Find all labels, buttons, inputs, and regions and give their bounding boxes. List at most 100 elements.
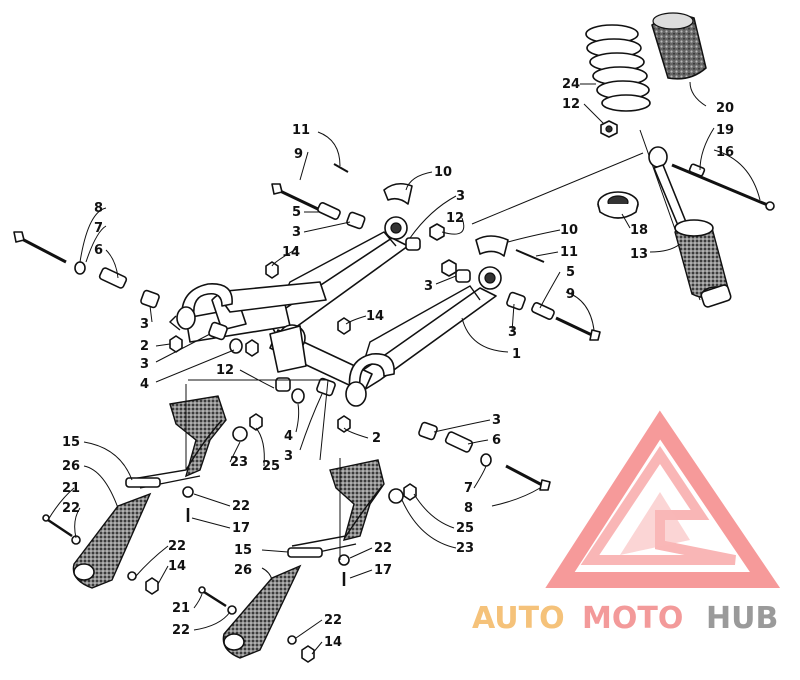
callout-21: 21 xyxy=(62,481,80,496)
callout-3: 3 xyxy=(140,357,149,372)
cap-10-icon xyxy=(383,182,413,205)
callout-14: 14 xyxy=(282,245,300,260)
callout-7: 7 xyxy=(464,481,473,496)
wheel-bracket-left-icon xyxy=(125,395,227,489)
watermark-moto: MOTO xyxy=(582,601,683,636)
callout-5: 5 xyxy=(566,265,575,280)
callout-23: 23 xyxy=(230,455,248,470)
nut-14c-icon xyxy=(145,577,159,595)
callout-14: 14 xyxy=(168,559,186,574)
spacer-5b-icon xyxy=(531,302,555,320)
callout-22: 22 xyxy=(62,501,80,516)
callout-12: 12 xyxy=(216,363,234,378)
watermark-logo-icon xyxy=(545,410,781,588)
washer-22-icon xyxy=(182,486,194,498)
callout-26: 26 xyxy=(234,563,252,578)
pin-11b-icon xyxy=(515,249,545,263)
bump-stop-20-icon xyxy=(651,12,707,80)
shock-body-13-icon xyxy=(639,129,732,308)
bolt-8-icon xyxy=(13,231,67,264)
nut-25-icon xyxy=(249,413,263,431)
washer-4b-icon xyxy=(291,388,305,404)
callout-16: 16 xyxy=(716,145,734,160)
callout-4: 4 xyxy=(284,429,293,444)
callout-4: 4 xyxy=(140,377,149,392)
bolt-21b-icon xyxy=(198,586,227,608)
nut-25b-icon xyxy=(403,483,417,501)
callout-3: 3 xyxy=(292,225,301,240)
callout-22: 22 xyxy=(232,499,250,514)
bolt-8b-icon xyxy=(505,464,551,491)
callout-3: 3 xyxy=(424,279,433,294)
watermark-text: AUTO MOTO HUB xyxy=(472,601,778,636)
callout-10: 10 xyxy=(434,165,452,180)
callout-19: 19 xyxy=(716,123,734,138)
callout-11: 11 xyxy=(560,245,578,260)
bushing-3d-icon xyxy=(455,269,471,283)
bushing-3b-icon xyxy=(346,211,366,230)
callout-labels: 8 7 6 3 2 3 4 11 9 5 3 14 10 3 12 14 3 1… xyxy=(62,77,734,650)
bushing-3e-icon xyxy=(506,291,526,311)
callout-5: 5 xyxy=(292,205,301,220)
callout-7: 7 xyxy=(94,221,103,236)
callout-3: 3 xyxy=(508,325,517,340)
pin-15-icon xyxy=(125,477,161,488)
callout-2: 2 xyxy=(372,431,381,446)
callout-3: 3 xyxy=(284,449,293,464)
pin-16-icon xyxy=(671,163,775,211)
callout-13: 13 xyxy=(630,247,648,262)
bushing-3c-icon xyxy=(405,237,421,251)
callout-14: 14 xyxy=(366,309,384,324)
callout-17: 17 xyxy=(374,563,392,578)
callout-26: 26 xyxy=(62,459,80,474)
washer-4-icon xyxy=(229,338,243,354)
callout-24: 24 xyxy=(562,77,580,92)
bolt-21-icon xyxy=(42,514,73,538)
bushing-3f-icon xyxy=(208,321,228,341)
spring-cup-18-icon xyxy=(597,191,639,219)
callout-11: 11 xyxy=(292,123,310,138)
front-arm-icon xyxy=(267,216,409,335)
callout-22: 22 xyxy=(168,539,186,554)
callout-1: 1 xyxy=(512,347,521,362)
washer-23b-icon xyxy=(388,488,404,504)
callout-9: 9 xyxy=(566,287,575,302)
callout-25: 25 xyxy=(456,521,474,536)
callout-17: 17 xyxy=(232,521,250,536)
washer-22d-icon xyxy=(127,571,137,581)
callout-15: 15 xyxy=(234,543,252,558)
nut-14-icon xyxy=(265,261,279,279)
nut-12c-icon xyxy=(441,259,457,277)
spacer-6b-icon xyxy=(444,431,474,453)
wheel-bracket-right-icon xyxy=(291,459,385,557)
callout-6: 6 xyxy=(94,243,103,258)
callout-6: 6 xyxy=(492,433,501,448)
u-clamp-left-icon xyxy=(168,283,233,331)
washer-22b-icon xyxy=(338,554,350,566)
callout-2: 2 xyxy=(140,339,149,354)
callout-22: 22 xyxy=(324,613,342,628)
callout-8: 8 xyxy=(464,501,473,516)
callout-14: 14 xyxy=(324,635,342,650)
shock-absorber-assembly xyxy=(585,12,775,308)
watermark-auto: AUTO xyxy=(472,601,565,636)
nut-14d-icon xyxy=(301,645,315,663)
callout-12: 12 xyxy=(562,97,580,112)
spacer-6-icon xyxy=(98,267,128,289)
callout-22: 22 xyxy=(172,623,190,638)
nut-2b-icon xyxy=(337,415,351,433)
callout-25: 25 xyxy=(262,459,280,474)
callout-3: 3 xyxy=(492,413,501,428)
leader-lines xyxy=(47,81,761,655)
nut-4-icon xyxy=(245,339,259,357)
bolt-9b-icon xyxy=(555,316,601,341)
cap-10b-icon xyxy=(475,235,509,257)
callout-3: 3 xyxy=(456,189,465,204)
cross-shaft-icon xyxy=(185,281,373,393)
watermark-hub: HUB xyxy=(706,601,778,636)
callout-10: 10 xyxy=(560,223,578,238)
callout-9: 9 xyxy=(294,147,303,162)
bolt-9-icon xyxy=(271,183,321,212)
callout-21: 21 xyxy=(172,601,190,616)
bushing-3g-icon xyxy=(275,377,291,392)
